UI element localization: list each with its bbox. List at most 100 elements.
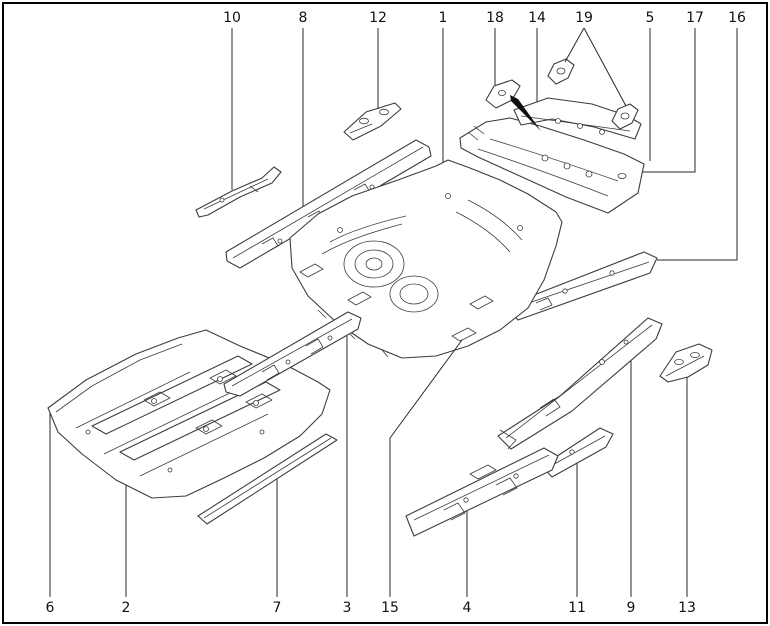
parts-illustration — [47, 58, 713, 537]
mount-tab — [443, 502, 466, 521]
bolt-hole — [445, 193, 451, 199]
mount-tab — [495, 477, 518, 496]
spare-well-ring — [365, 257, 383, 271]
flange-line — [55, 343, 183, 413]
hole — [541, 154, 549, 162]
slot — [617, 173, 627, 179]
outline — [459, 117, 645, 214]
part-9-rear-side-member — [497, 317, 663, 450]
seat-mount-hole — [151, 398, 157, 404]
leader-line-19-1 — [564, 27, 585, 63]
bolt-hole — [599, 129, 605, 135]
seat-mount-hole — [217, 376, 223, 382]
black-wedge-marker — [510, 95, 541, 131]
leader-line-16 — [657, 28, 738, 261]
callout-8: 8 — [299, 10, 308, 26]
flange-line — [203, 178, 269, 210]
bolt-hole — [277, 238, 283, 244]
bolt-hole — [577, 123, 583, 129]
bolt-hole — [463, 497, 469, 503]
part-18-bracket — [485, 79, 521, 109]
slot — [359, 117, 369, 125]
flange-line — [231, 318, 353, 387]
bolt-hole — [85, 429, 91, 435]
anchor-plate — [347, 291, 372, 306]
outline — [405, 447, 559, 537]
outline — [497, 317, 663, 450]
bolt-hole — [327, 335, 333, 341]
callout-17: 17 — [686, 10, 704, 26]
leader-line-15 — [389, 339, 463, 597]
callout-15: 15 — [381, 600, 399, 616]
part-4-floor-crossmember — [405, 447, 559, 537]
seat-mount — [143, 391, 171, 407]
bead-line — [477, 148, 609, 197]
hole — [620, 112, 630, 120]
callout-14: 14 — [528, 10, 546, 26]
hole — [498, 90, 506, 96]
flange-line — [505, 324, 653, 439]
anchor-plate — [469, 295, 494, 310]
bolt-hole — [562, 288, 568, 294]
part-3-center-crossmember — [223, 311, 362, 397]
slot — [674, 358, 684, 365]
bolt-hole — [569, 449, 575, 455]
callout-12: 12 — [369, 10, 387, 26]
mount-tab — [261, 364, 280, 381]
callout-4: 4 — [463, 600, 472, 616]
seat-rail — [91, 355, 253, 435]
bolt-hole — [609, 270, 615, 276]
spare-well-ring — [354, 249, 394, 279]
leader-line-17 — [643, 28, 696, 173]
seat-mount-hole — [253, 400, 259, 406]
bracket-15-target — [451, 327, 477, 342]
seat-mount — [195, 419, 223, 435]
bead-line — [329, 215, 407, 243]
callout-6: 6 — [46, 600, 55, 616]
part-14-rear-crossmember — [513, 97, 642, 140]
seat-rail — [119, 381, 281, 461]
part-12-bracket — [343, 102, 402, 141]
outline — [343, 102, 402, 141]
callout-10: 10 — [223, 10, 241, 26]
top-bracket — [469, 464, 497, 480]
flange-line — [232, 146, 424, 259]
bolt-hole — [219, 197, 225, 203]
bolt-hole — [517, 225, 523, 231]
bolt-hole — [623, 339, 629, 345]
callout-19: 19 — [575, 10, 593, 26]
slot — [379, 108, 389, 116]
part-1-center-floor-pan — [289, 159, 563, 359]
mount-tab — [305, 338, 324, 355]
outline — [195, 166, 282, 218]
callout-16: 16 — [728, 10, 746, 26]
mount-tab — [535, 297, 553, 311]
mount-tab — [261, 237, 279, 253]
flange-line — [520, 115, 631, 132]
outline — [513, 97, 642, 140]
end-bracket — [499, 429, 517, 450]
spare-well-ring — [343, 240, 405, 288]
well-ring — [389, 275, 439, 313]
well-ring — [399, 283, 429, 305]
callout-18: 18 — [486, 10, 504, 26]
part-11-extension-rail — [541, 427, 614, 478]
part-19-clamp-right — [611, 103, 639, 130]
edge-line — [665, 355, 705, 377]
leader-line-19-2 — [583, 27, 627, 107]
bolt-hole — [259, 429, 265, 435]
mount-tab — [539, 398, 561, 417]
flange-line — [203, 437, 332, 519]
flange-line — [413, 454, 550, 521]
bead-line — [455, 211, 511, 253]
hole — [585, 170, 593, 178]
bolt-hole — [599, 359, 605, 365]
bolt-hole — [167, 467, 173, 473]
bolt-hole — [285, 359, 291, 365]
part-10-side-rail — [195, 166, 282, 218]
hole — [556, 67, 566, 75]
callout-1: 1 — [439, 10, 448, 26]
